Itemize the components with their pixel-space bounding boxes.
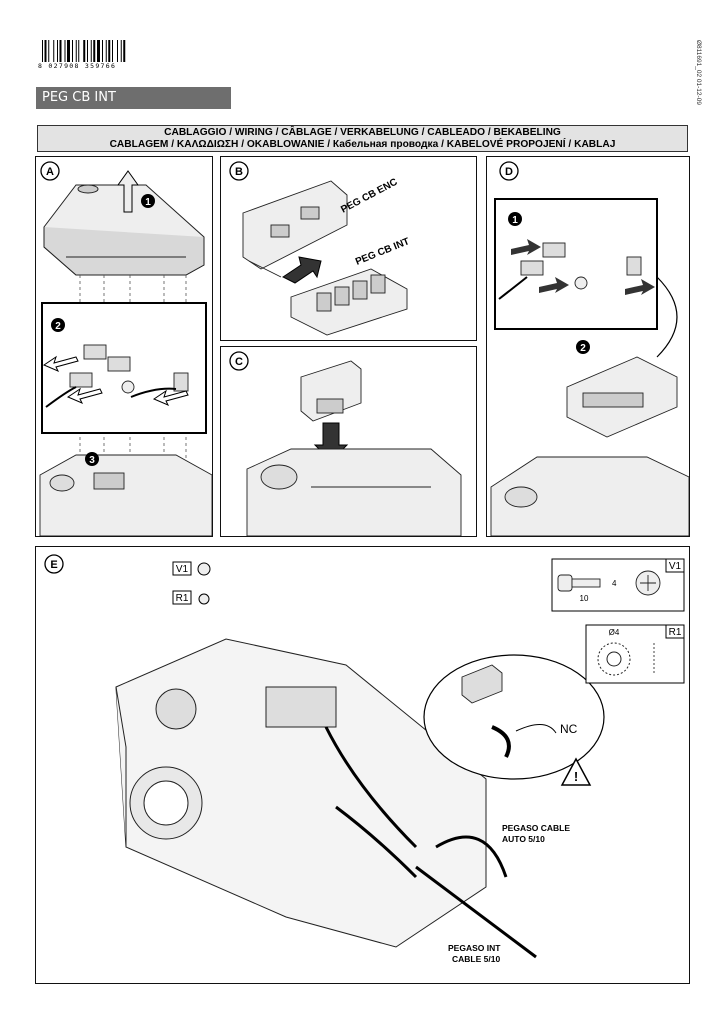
panel-e-letter: E — [50, 559, 57, 571]
peg-cb-int-label: PEG CB INT — [354, 236, 411, 268]
panel-b-letter: B — [235, 166, 243, 178]
panel-c: C — [220, 346, 477, 537]
housing-drawing-e — [115, 638, 487, 948]
barcode-bar — [120, 40, 122, 62]
cable-auto-line1: PEGASO CABLE — [502, 823, 570, 833]
tag-v1: V1 — [176, 564, 189, 575]
int-board-drawing — [290, 268, 408, 336]
barcode-bar — [108, 40, 111, 62]
step-2-badge-d — [576, 340, 590, 354]
panel-a: A 1 2 — [35, 156, 213, 537]
panel-a-drawing: A 1 2 — [39, 161, 213, 537]
step-2-badge — [51, 318, 65, 332]
barcode-bar — [67, 40, 70, 62]
connectors-drawing-d — [498, 242, 642, 300]
screw-icon — [557, 570, 661, 596]
connectors-drawing — [45, 344, 189, 408]
svg-text:1: 1 — [512, 215, 518, 226]
housing-drawing-d — [490, 356, 690, 537]
barcode-bar — [44, 40, 47, 62]
document-code-text: Ø811691_02 01-12-09 — [695, 40, 702, 105]
header-line-2: CABLAGEM / ΚΑΛΩΔΙΩΣΗ / OKABLOWANIE / Каб… — [109, 139, 616, 150]
panel-c-letter: C — [235, 356, 243, 368]
barcode-bar — [90, 40, 92, 62]
barcode-bar — [83, 40, 86, 62]
barcode-bar — [97, 40, 100, 62]
barcode-bar — [112, 40, 113, 62]
svg-text:3: 3 — [89, 455, 95, 466]
product-title-bar: PEG CB INT — [36, 87, 231, 109]
panel-e: E V1 R1 NC ! — [35, 546, 690, 984]
step-3-badge — [85, 452, 99, 466]
base-unit-drawing — [39, 454, 213, 537]
housing-drawing — [246, 448, 462, 537]
cover-drawing — [43, 184, 205, 276]
barcode-bar — [59, 40, 62, 62]
warning-icon — [560, 757, 592, 786]
screw-length: 10 — [580, 594, 589, 603]
header-line-1: CABLAGGIO / WIRING / CÂBLAGE / VERKABELU… — [164, 127, 561, 138]
barcode-bar — [87, 40, 88, 62]
barcode — [42, 40, 126, 62]
screw-diameter: 4 — [612, 579, 617, 588]
svg-text:!: ! — [574, 769, 578, 784]
cables-e — [324, 726, 537, 959]
step-1-badge-d — [508, 212, 522, 226]
product-title: PEG CB INT — [42, 90, 116, 105]
barcode-bar — [75, 40, 77, 62]
barcode-bar — [57, 40, 58, 62]
panel-b-drawing: B PEG CB ENC PEG CB INT — [229, 161, 411, 336]
svg-text:2: 2 — [55, 321, 61, 332]
panel-c-drawing: C — [229, 351, 462, 537]
barcode-bar — [53, 40, 55, 62]
panel-d-drawing: D 1 2 — [490, 161, 690, 537]
board-drawing — [300, 360, 362, 422]
svg-text:2: 2 — [580, 343, 586, 354]
panel-d: D 1 2 — [486, 156, 690, 537]
enc-board-drawing — [242, 180, 348, 278]
nc-label: NC — [560, 722, 578, 736]
barcode-bar — [93, 40, 96, 62]
panel-b: B PEG CB ENC PEG CB INT — [220, 156, 477, 341]
document-code: Ø811691_02 01-12-09 — [690, 40, 704, 180]
barcode-bar — [48, 40, 50, 62]
panel-e-drawing: E V1 R1 NC ! — [44, 554, 685, 964]
barcode-number: 8 027908 359766 — [38, 62, 117, 70]
barcode-bar — [42, 40, 43, 62]
panel-a-letter: A — [46, 166, 54, 178]
tag-r1: R1 — [176, 593, 189, 604]
wiring-header: CABLAGGIO / WIRING / CÂBLAGE / VERKABELU… — [37, 125, 688, 152]
barcode-bar — [78, 40, 80, 62]
washer-diameter: Ø4 — [609, 628, 620, 637]
barcode-bar — [123, 40, 126, 62]
step-1-badge — [141, 194, 155, 208]
barcode-bar — [117, 40, 118, 62]
washer-detail-tag: R1 — [669, 627, 682, 638]
panel-d-letter: D — [505, 166, 513, 178]
barcode-bar — [64, 40, 66, 62]
barcode-bar — [72, 40, 73, 62]
cable-auto-line2: AUTO 5/10 — [502, 834, 545, 844]
barcode-bar — [105, 40, 107, 62]
peg-cb-enc-label: PEG CB ENC — [339, 177, 399, 216]
cable-int-line1: PEGASO INT — [448, 943, 501, 953]
svg-text:1: 1 — [145, 197, 151, 208]
screw-detail-tag: V1 — [669, 561, 682, 572]
barcode-bar — [102, 40, 103, 62]
cable-int-line2: CABLE 5/10 — [452, 954, 500, 964]
